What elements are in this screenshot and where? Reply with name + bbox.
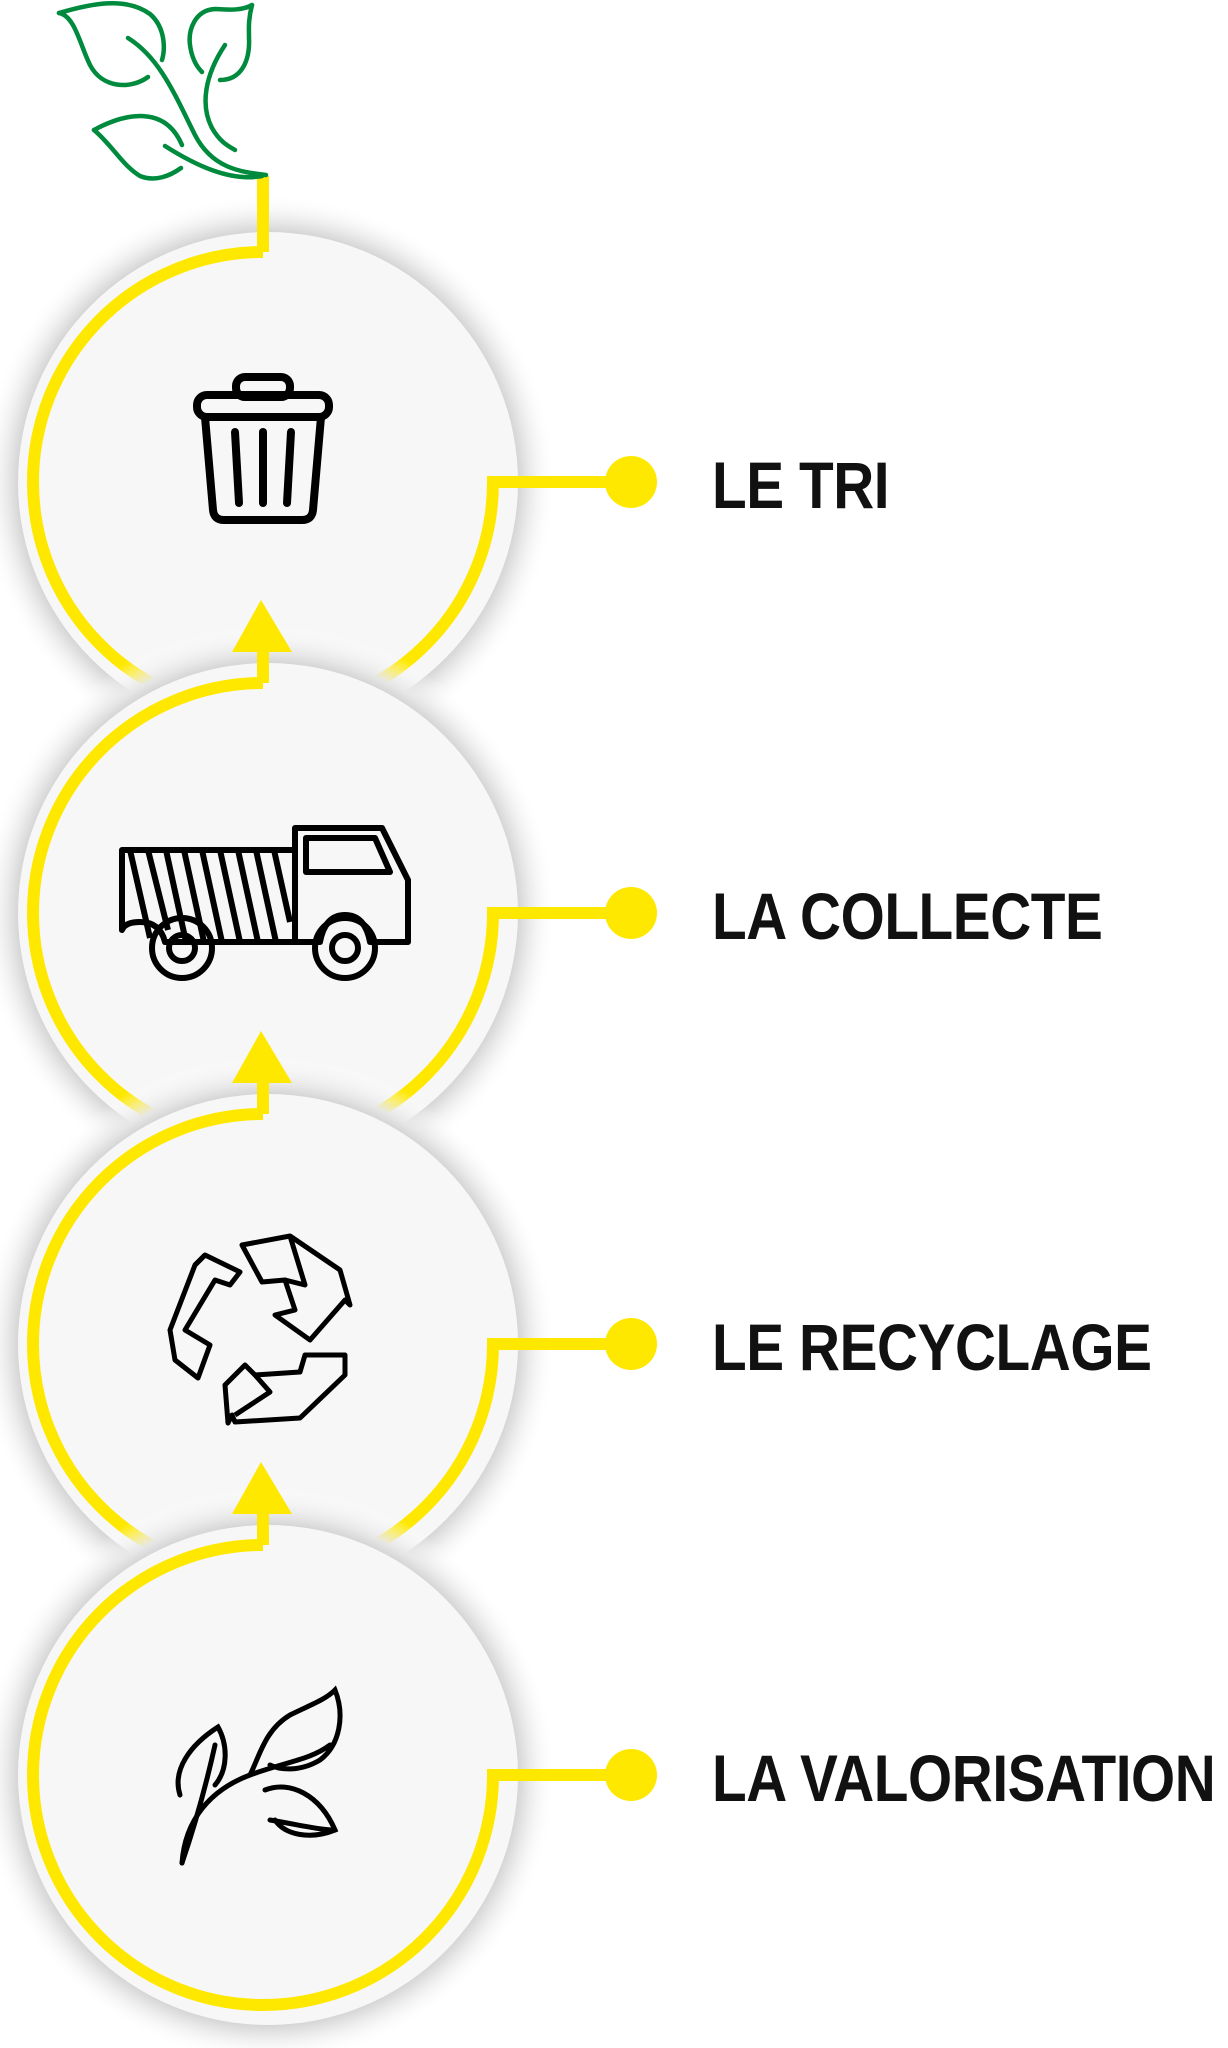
garbage-truck-icon xyxy=(119,825,411,981)
connector-dot xyxy=(605,456,657,508)
circle-background xyxy=(18,1525,518,2025)
cycle-arc xyxy=(27,1108,610,1580)
connector-dot xyxy=(605,1749,657,1801)
circle-background xyxy=(18,232,518,732)
step-recycling xyxy=(0,1031,657,1632)
arrow-up-icon xyxy=(232,1462,292,1514)
step-collection xyxy=(0,600,657,1201)
trash-bin-icon xyxy=(193,373,333,524)
step-label-recycling: LE RECYCLAGE xyxy=(712,1310,1152,1384)
connector-dot xyxy=(605,887,657,939)
step-recovery xyxy=(0,1462,657,2048)
sprout-leaves-icon xyxy=(56,1,269,181)
arrow-up-icon xyxy=(232,600,292,652)
cycle-arc xyxy=(27,677,610,1149)
step-label-recovery: LA VALORISATION xyxy=(712,1741,1216,1815)
cycle-arc xyxy=(27,1539,610,2011)
circle-background xyxy=(18,1094,518,1594)
step-sorting xyxy=(0,176,657,770)
leaves-icon xyxy=(175,1685,343,1866)
step-label-sorting: LE TRI xyxy=(712,448,890,522)
connector-dot xyxy=(605,1318,657,1370)
step-label-collection: LA COLLECTE xyxy=(712,879,1103,953)
recycle-icon xyxy=(167,1233,353,1426)
cycle-arc xyxy=(27,246,610,718)
arrow-up-icon xyxy=(232,1031,292,1083)
